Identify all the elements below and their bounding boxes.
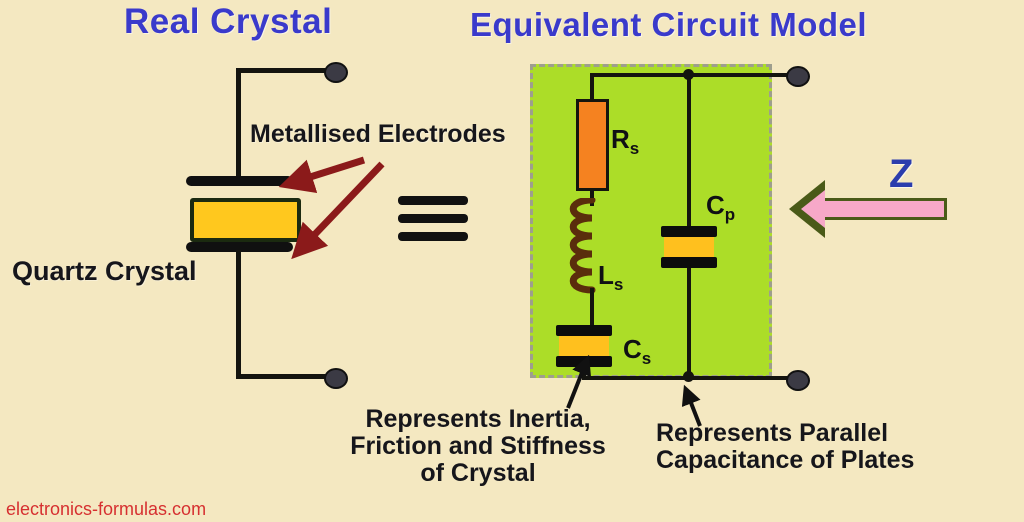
title-real-crystal: Real Crystal: [124, 2, 333, 41]
impedance-arrow-shaft: [822, 198, 947, 220]
junction-dot-bottom: [683, 371, 694, 382]
capacitor-cp: [661, 226, 717, 268]
quartz-slab: [190, 198, 301, 242]
title-equivalent-circuit-model: Equivalent Circuit Model: [470, 6, 868, 43]
caption-series-branch: Represents Inertia, Friction and Stiffne…: [350, 405, 606, 487]
cp-branch-wire-upper: [687, 73, 691, 229]
quartz-crystal-label: Quartz Crystal: [12, 256, 197, 286]
rs-top-lead: [590, 73, 594, 101]
cp-plate-bottom: [661, 257, 717, 268]
cs-subscript: s: [641, 349, 652, 369]
top-lead-horizontal: [236, 68, 326, 73]
terminal-dot-bottom-left: [324, 368, 348, 389]
rs-symbol: R: [611, 124, 630, 154]
metallised-electrodes-label: Metallised Electrodes: [250, 120, 506, 148]
ls-to-cs-wire: [590, 288, 594, 328]
bottom-lead-vertical: [236, 250, 241, 377]
rs-subscript: s: [629, 139, 640, 159]
electrode-lower: [186, 242, 293, 252]
terminal-dot-top-right: [786, 66, 810, 87]
resistor-rs: [576, 99, 609, 191]
terminal-dot-bottom-right: [786, 370, 810, 391]
resistor-rs-label: Rs: [611, 124, 639, 159]
cp-dielectric: [664, 237, 714, 257]
ls-subscript: s: [613, 275, 624, 295]
caption-pointer-arrow-right: [681, 384, 702, 427]
electrode-annotation-arrows: [278, 156, 385, 260]
cp-plate-top: [661, 226, 717, 237]
cs-plate-top: [556, 325, 612, 336]
site-watermark: electronics-formulas.com: [6, 499, 207, 519]
capacitor-cs-label: Cs: [623, 334, 651, 369]
impedance-label-z: Z: [889, 152, 914, 196]
terminal-dot-top-left: [324, 62, 348, 83]
caption-pointer-arrow-left: [566, 354, 591, 409]
bottom-lead-horizontal: [236, 374, 326, 379]
inductor-ls-label: Ls: [598, 260, 623, 295]
caption-parallel-branch: Represents Parallel Capacitance of Plate…: [656, 419, 915, 474]
ls-symbol: L: [598, 260, 614, 290]
capacitor-cp-label: Cp: [706, 190, 735, 225]
electrode-upper: [186, 176, 293, 186]
cs-symbol: C: [623, 334, 642, 364]
junction-dot-top: [683, 69, 694, 80]
impedance-arrow-head-fill: [801, 190, 825, 228]
cs-dielectric: [559, 336, 609, 356]
cp-subscript: p: [724, 205, 736, 225]
identical-to-icon: [398, 196, 468, 242]
top-lead-vertical: [236, 68, 241, 178]
cp-branch-wire-lower: [687, 265, 691, 378]
inductor-ls: [569, 198, 596, 294]
cp-symbol: C: [706, 190, 725, 220]
